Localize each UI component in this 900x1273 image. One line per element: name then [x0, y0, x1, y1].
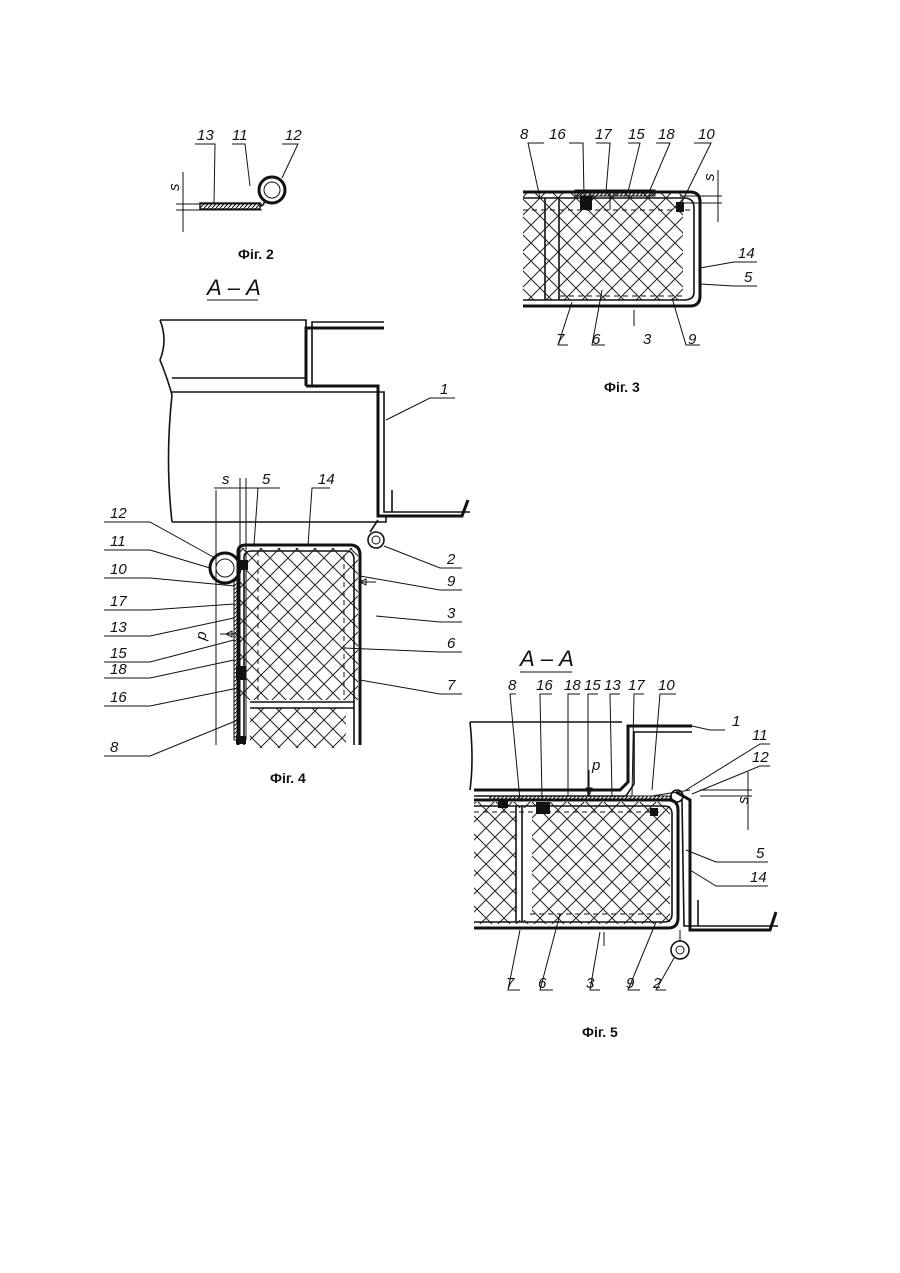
fig5-label-2: 2	[652, 975, 662, 992]
figure-3: 8 16 17 15 18 10 s 14 5 7 6 3 9 Фіг. 3	[520, 126, 757, 395]
fig3-label-9: 9	[688, 331, 697, 348]
fig4-label-10: 10	[110, 561, 127, 578]
figure-4: А – А	[104, 275, 470, 786]
fig3-label-5: 5	[744, 269, 753, 286]
figure-2: 13 11 12 s Фіг. 2	[166, 127, 302, 262]
figure-5: А – А	[470, 646, 778, 1040]
fig5-label-9: 9	[626, 975, 635, 992]
fig4-label-7: 7	[447, 677, 456, 694]
fig4-label-16: 16	[110, 689, 127, 706]
fig3-label-s: s	[701, 173, 718, 181]
fig4-label-14: 14	[318, 471, 335, 488]
fig5-label-18: 18	[564, 677, 581, 694]
fig5-label-10: 10	[658, 677, 675, 694]
fig4-section-title: А – А	[205, 275, 261, 300]
fig4-label-5: 5	[262, 471, 271, 488]
fig5-section-title: А – А	[518, 646, 574, 671]
fig4-label-9: 9	[447, 573, 456, 590]
fig3-label-10: 10	[698, 126, 715, 143]
fig4-label-1: 1	[440, 381, 448, 398]
fig3-label-3: 3	[643, 331, 652, 348]
fig3-label-17: 17	[595, 126, 612, 143]
fig5-label-13: 13	[604, 677, 621, 694]
fig5-label-3: 3	[586, 975, 595, 992]
fig5-label-5: 5	[756, 845, 765, 862]
fig5-label-17: 17	[628, 677, 645, 694]
fig2-label-s: s	[166, 183, 183, 191]
fig5-caption: Фіг. 5	[582, 1024, 618, 1040]
fig3-caption: Фіг. 3	[604, 379, 640, 395]
fig5-label-8: 8	[508, 677, 517, 694]
fig4-label-17: 17	[110, 593, 127, 610]
fig5-label-15: 15	[584, 677, 601, 694]
fig3-label-18: 18	[658, 126, 675, 143]
fig4-label-3: 3	[447, 605, 456, 622]
fig2-label-11: 11	[232, 127, 248, 144]
fig4-label-s: s	[222, 471, 230, 488]
fig4-label-15: 15	[110, 645, 127, 662]
fig5-label-1: 1	[732, 713, 740, 730]
fig5-label-7: 7	[506, 975, 515, 992]
fig2-label-13: 13	[197, 127, 214, 144]
fig4-caption: Фіг. 4	[270, 770, 306, 786]
fig4-label-11: 11	[110, 533, 126, 550]
fig3-label-7: 7	[556, 331, 565, 348]
fig2-label-12: 12	[285, 127, 302, 144]
fig4-label-p: p	[192, 630, 210, 642]
fig4-label-6: 6	[447, 635, 456, 652]
fig4-label-18: 18	[110, 661, 127, 678]
fig4-label-13: 13	[110, 619, 127, 636]
fig3-label-14: 14	[738, 245, 755, 262]
fig5-label-14: 14	[750, 869, 767, 886]
fig4-label-8: 8	[110, 739, 119, 756]
fig4-label-2: 2	[446, 551, 456, 568]
fig4-label-12: 12	[110, 505, 127, 522]
fig5-label-12: 12	[752, 749, 769, 766]
fig5-label-p: p	[591, 757, 600, 774]
fig3-label-6: 6	[592, 331, 601, 348]
fig3-label-15: 15	[628, 126, 645, 143]
fig2-caption: Фіг. 2	[238, 246, 274, 262]
fig5-label-s: s	[735, 796, 752, 804]
fig3-label-16: 16	[549, 126, 566, 143]
fig5-label-11: 11	[752, 727, 768, 744]
fig5-label-6: 6	[538, 975, 547, 992]
fig3-label-8: 8	[520, 126, 529, 143]
fig5-label-16: 16	[536, 677, 553, 694]
